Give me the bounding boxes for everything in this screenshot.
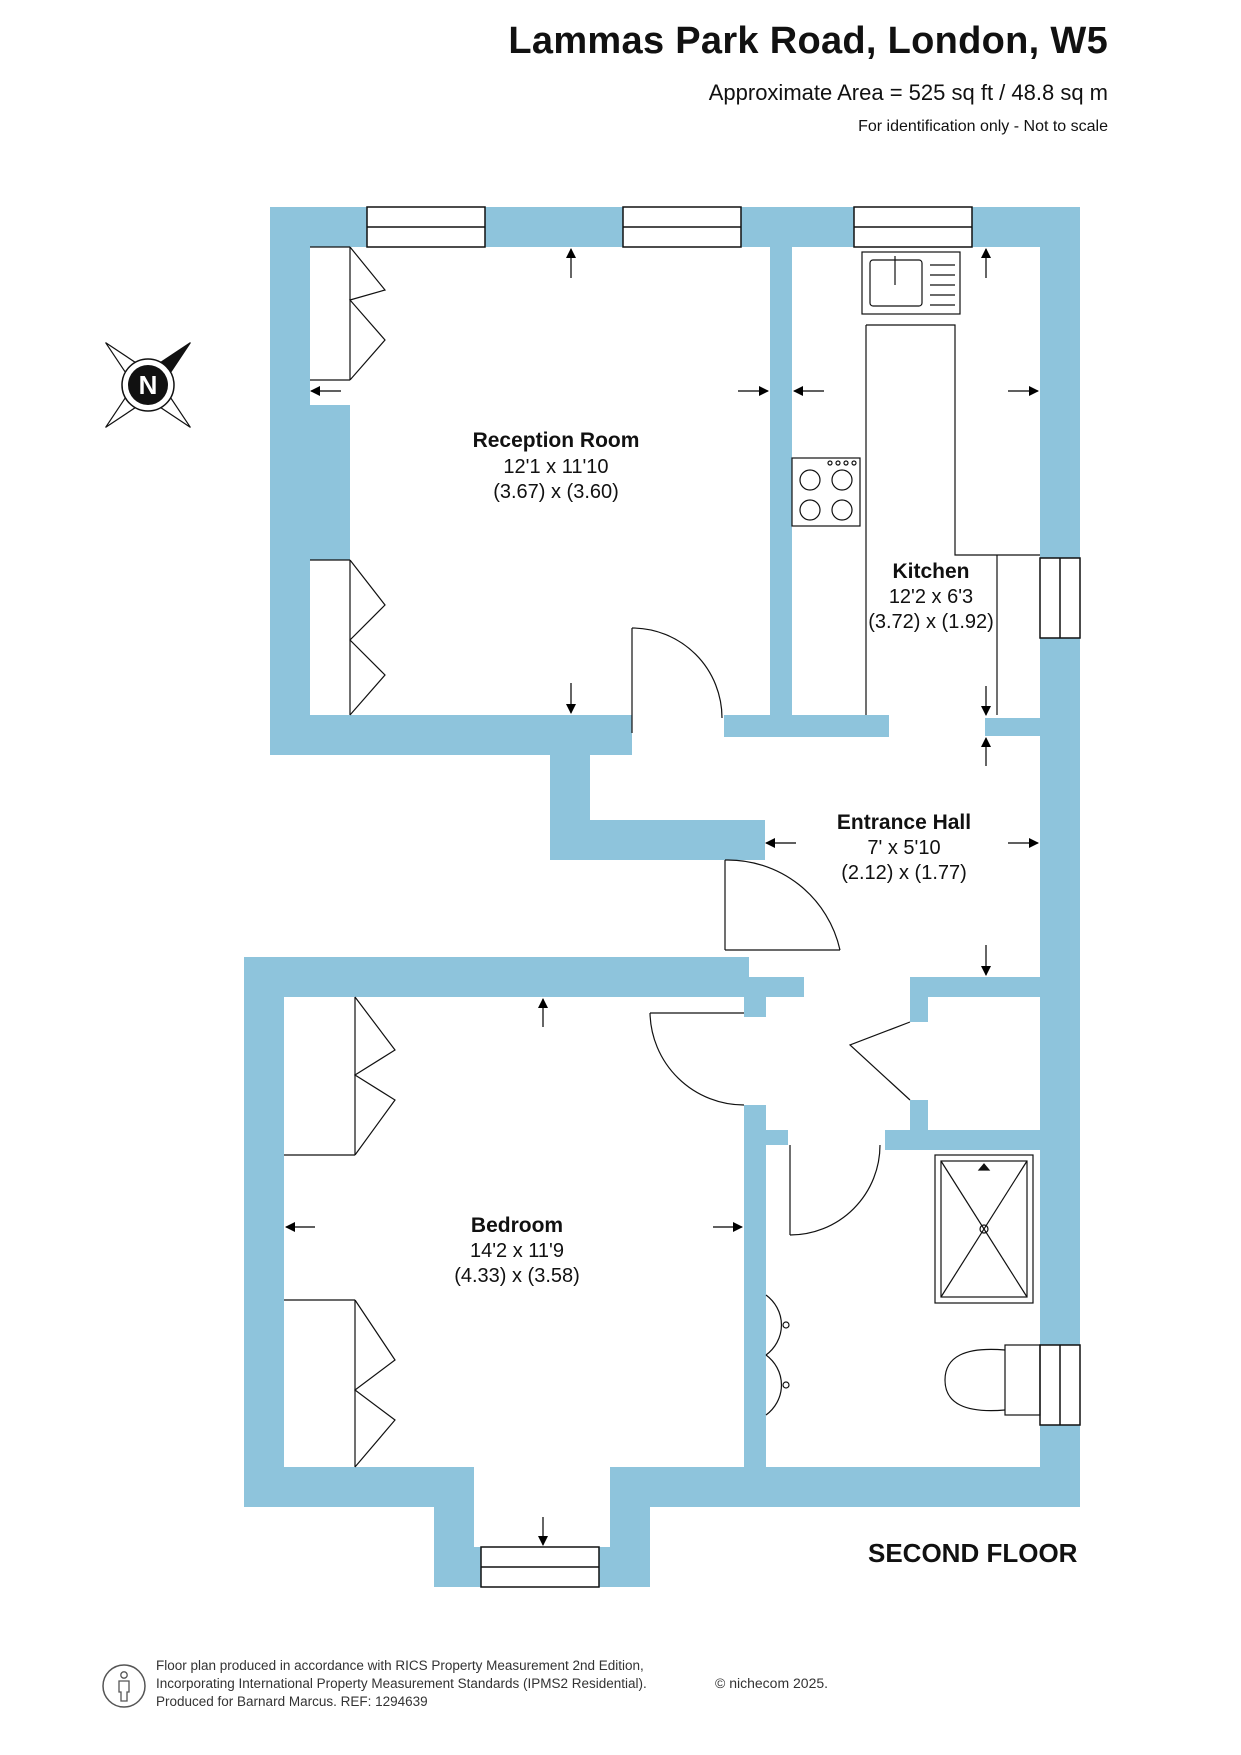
north-compass-icon: N bbox=[105, 342, 191, 428]
kitchen-worktop bbox=[865, 324, 1040, 715]
basin-upper-icon bbox=[765, 1294, 790, 1356]
cupboard-wall-top bbox=[910, 977, 1040, 997]
bathroom-wall-top-left bbox=[766, 1130, 788, 1145]
reception-kitchen-partition bbox=[770, 247, 792, 717]
bedroom-name: Bedroom bbox=[471, 1214, 563, 1237]
reception-door bbox=[631, 627, 723, 733]
bedroom-door bbox=[649, 1012, 745, 1106]
bedroom-wall-bottom-right bbox=[610, 1467, 1080, 1507]
footer-line-2: Incorporating International Property Mea… bbox=[156, 1676, 647, 1691]
bedroom-wall-top-stub bbox=[744, 977, 804, 997]
scale-note: For identification only - Not to scale bbox=[858, 118, 1108, 135]
reception-metric: (3.67) x (3.60) bbox=[493, 481, 619, 503]
window-reception-1 bbox=[366, 206, 486, 248]
footer-line-3: Produced for Barnard Marcus. REF: 129463… bbox=[156, 1694, 428, 1709]
cupboard-door bbox=[848, 1021, 911, 1101]
bedroom-wardrobe-lower bbox=[284, 1299, 396, 1468]
footer-copyright: © nichecom 2025. bbox=[715, 1675, 829, 1691]
page-title: Lammas Park Road, London, W5 bbox=[508, 20, 1108, 62]
cupboard-wall-bottom bbox=[885, 1130, 1040, 1150]
kitchen-metric: (3.72) x (1.92) bbox=[868, 611, 994, 633]
bedroom-wall-right bbox=[744, 997, 766, 1017]
cupboard-wall-left bbox=[910, 977, 928, 1022]
hall-name: Entrance Hall bbox=[837, 811, 971, 834]
hob-icon bbox=[791, 457, 861, 527]
bedroom-metric: (4.33) x (3.58) bbox=[454, 1265, 580, 1287]
reception-wall-bottom-right bbox=[724, 715, 889, 737]
room-label-hall: Entrance Hall 7' x 5'10 (2.12) x (1.77) bbox=[837, 811, 971, 884]
reception-name: Reception Room bbox=[473, 429, 640, 452]
hall-metric: (2.12) x (1.77) bbox=[841, 862, 967, 884]
window-kitchen-top bbox=[853, 206, 973, 248]
room-label-bedroom: Bedroom 14'2 x 11'9 (4.33) x (3.58) bbox=[454, 1214, 580, 1287]
approximate-area: Approximate Area = 525 sq ft / 48.8 sq m bbox=[708, 80, 1108, 105]
windows bbox=[366, 206, 1081, 1588]
bedroom-wall-top bbox=[244, 957, 749, 997]
room-label-kitchen: Kitchen 12'2 x 6'3 (3.72) x (1.92) bbox=[868, 560, 994, 633]
shower-tray-icon bbox=[934, 1154, 1034, 1304]
footer-line-1: Floor plan produced in accordance with R… bbox=[156, 1658, 644, 1673]
reception-wardrobe-upper bbox=[310, 246, 387, 381]
toilet-icon bbox=[944, 1344, 1041, 1416]
footer-notes: Floor plan produced in accordance with R… bbox=[156, 1657, 647, 1711]
cupboard-wall-left-lower bbox=[910, 1100, 928, 1150]
window-kitchen-side bbox=[1039, 557, 1081, 639]
reception-pier bbox=[310, 405, 350, 560]
bedroom-wall-left bbox=[244, 957, 284, 1507]
doors bbox=[284, 246, 911, 1468]
bedroom-wardrobe-upper bbox=[284, 996, 396, 1156]
fixtures bbox=[765, 251, 1041, 1416]
room-label-reception: Reception Room 12'1 x 11'10 (3.67) x (3.… bbox=[473, 429, 640, 503]
reception-imperial: 12'1 x 11'10 bbox=[503, 456, 608, 478]
kitchen-name: Kitchen bbox=[892, 560, 969, 583]
hall-imperial: 7' x 5'10 bbox=[867, 837, 940, 859]
window-bedroom-bay bbox=[480, 1546, 600, 1588]
hall-wall-lower bbox=[550, 820, 765, 860]
reception-wardrobe-lower bbox=[310, 559, 386, 716]
basin-lower-icon bbox=[765, 1354, 790, 1416]
person-measure-icon bbox=[102, 1664, 146, 1708]
reception-wall-left bbox=[270, 207, 310, 755]
kitchen-imperial: 12'2 x 6'3 bbox=[889, 586, 973, 608]
hall-door bbox=[724, 859, 841, 951]
bathroom-door bbox=[789, 1144, 881, 1236]
window-reception-2 bbox=[622, 206, 742, 248]
kitchen-hall-stub bbox=[985, 718, 1040, 736]
bedroom-imperial: 14'2 x 11'9 bbox=[470, 1240, 564, 1262]
compass-letter: N bbox=[139, 370, 158, 400]
kitchen-sink-icon bbox=[861, 251, 961, 315]
window-bathroom bbox=[1039, 1344, 1081, 1426]
floor-label: SECOND FLOOR bbox=[868, 1538, 1078, 1568]
bedroom-partition bbox=[744, 1105, 766, 1505]
measurement-arrows bbox=[285, 248, 1039, 1546]
kitchen-wall-right bbox=[1040, 207, 1080, 1507]
